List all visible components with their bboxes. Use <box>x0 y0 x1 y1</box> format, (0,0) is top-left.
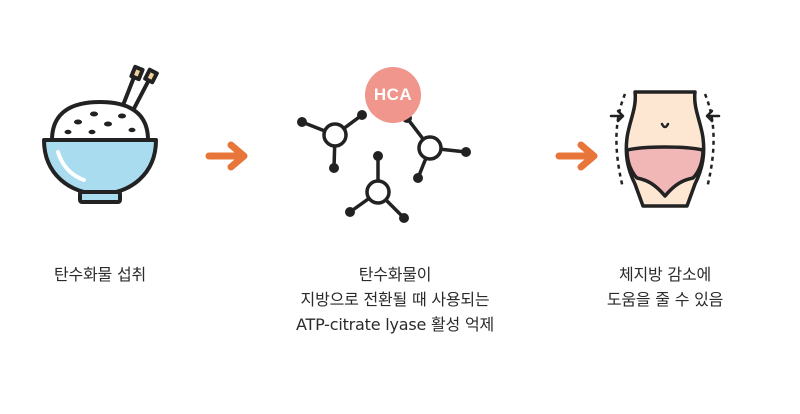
body-waist-icon <box>609 90 721 208</box>
caption-line: 탄수화물이 <box>358 265 432 284</box>
step-2-caption: 탄수화물이 지방으로 전환될 때 사용되는 ATP-citrate lyase … <box>250 262 540 337</box>
molecule-icon <box>297 110 471 223</box>
caption-line: 지방으로 전환될 때 사용되는 <box>300 290 490 309</box>
caption-line: ATP-citrate lyase 활성 억제 <box>296 315 494 334</box>
arrow-right-icon <box>555 141 598 171</box>
hca-badge: HCA <box>365 67 421 123</box>
step-1-caption: 탄수화물 섭취 <box>20 262 180 287</box>
caption-line: 체지방 감소에 <box>618 265 711 284</box>
caption-line: 도움을 줄 수 있음 <box>606 290 724 309</box>
rice-bowl-icon <box>42 64 159 204</box>
step-3-caption: 체지방 감소에 도움을 줄 수 있음 <box>580 262 750 312</box>
arrow-right-icon <box>205 141 248 171</box>
caption-line: 탄수화물 섭취 <box>53 265 146 284</box>
